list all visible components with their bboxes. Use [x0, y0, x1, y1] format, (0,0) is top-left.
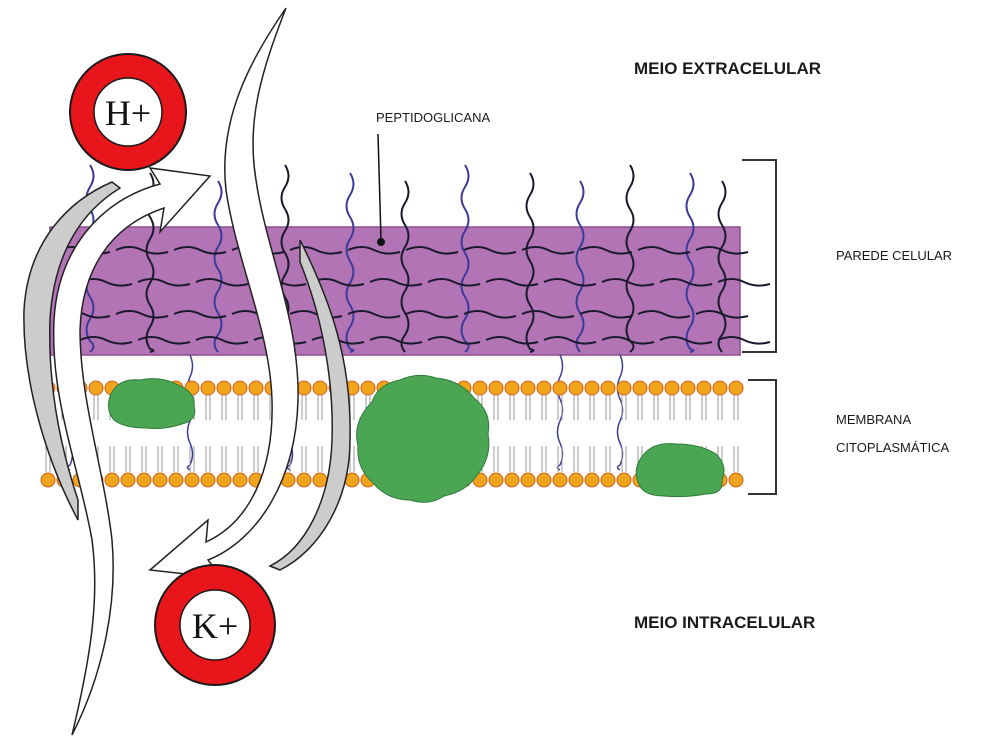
membrane-protein-center — [357, 375, 489, 502]
membrana-bracket — [748, 380, 776, 494]
meio-intracelular-label: MEIO INTRACELULAR — [634, 613, 815, 632]
peptidoglicana-label: PEPTIDOGLICANA — [376, 110, 490, 125]
meio-extracelular-label: MEIO EXTRACELULAR — [634, 59, 821, 78]
peptidoglicana-pointer — [378, 134, 381, 240]
membrana-label: MEMBRANA — [836, 412, 911, 427]
parede-celular-bracket — [742, 160, 776, 352]
citoplasmatica-label: CITOPLASMÁTICA — [836, 440, 950, 455]
peptidoglicana-pointer-dot — [377, 238, 385, 246]
parede-celular-label: PAREDE CELULAR — [836, 248, 952, 263]
cell-wall — [50, 227, 740, 355]
ion-top-label: H+ — [105, 93, 151, 133]
proton-ring-icon: H+ — [70, 54, 186, 170]
potassium-ring-icon: K+ — [155, 565, 275, 685]
membrane-proteins — [108, 375, 724, 502]
ion-bottom-label: K+ — [192, 606, 238, 646]
membrane-protein-right — [636, 444, 724, 497]
